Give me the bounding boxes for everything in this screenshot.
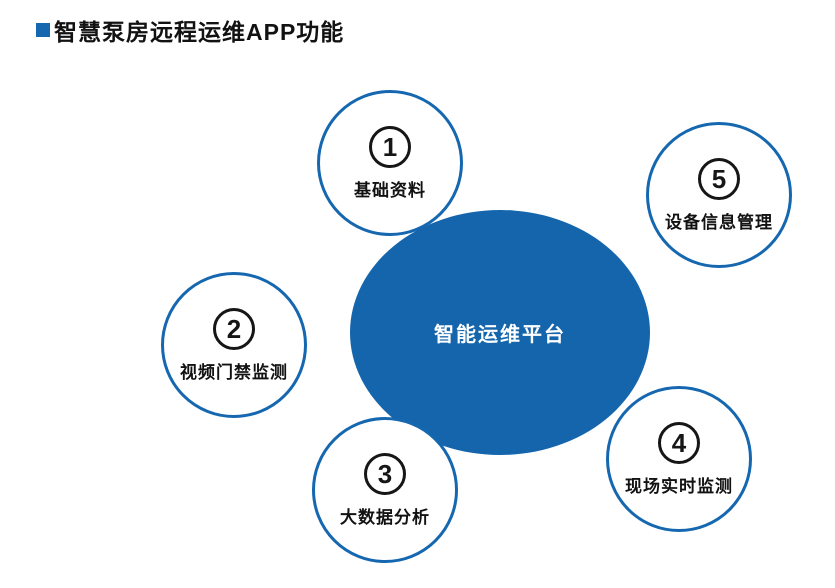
node-label: 视频门禁监测 bbox=[180, 362, 288, 382]
node-number-badge: 4 bbox=[658, 421, 700, 464]
node-number-badge: 2 bbox=[213, 307, 255, 350]
page-title: 智慧泵房远程运维APP功能 bbox=[54, 19, 345, 45]
node-number-badge: 5 bbox=[698, 157, 740, 200]
center-platform-label: 智能运维平台 bbox=[434, 324, 566, 346]
node-number-badge: 3 bbox=[364, 452, 406, 495]
feature-node-big-data-analysis: 3 大数据分析 bbox=[312, 417, 458, 563]
node-label: 基础资料 bbox=[354, 180, 426, 200]
feature-node-basic-data: 1 基础资料 bbox=[317, 90, 463, 236]
feature-node-equipment-info-management: 5 设备信息管理 bbox=[646, 122, 792, 268]
feature-node-video-access-monitoring: 2 视频门禁监测 bbox=[161, 272, 307, 418]
node-label: 现场实时监测 bbox=[625, 476, 733, 496]
node-number-badge: 1 bbox=[369, 125, 411, 168]
node-label: 设备信息管理 bbox=[665, 212, 773, 232]
title-bullet-square bbox=[36, 23, 50, 37]
feature-node-realtime-site-monitoring: 4 现场实时监测 bbox=[606, 386, 752, 532]
node-label: 大数据分析 bbox=[340, 507, 430, 527]
page-title-row: 智慧泵房远程运维APP功能 bbox=[36, 19, 345, 45]
center-platform-ellipse: 智能运维平台 bbox=[350, 210, 650, 455]
